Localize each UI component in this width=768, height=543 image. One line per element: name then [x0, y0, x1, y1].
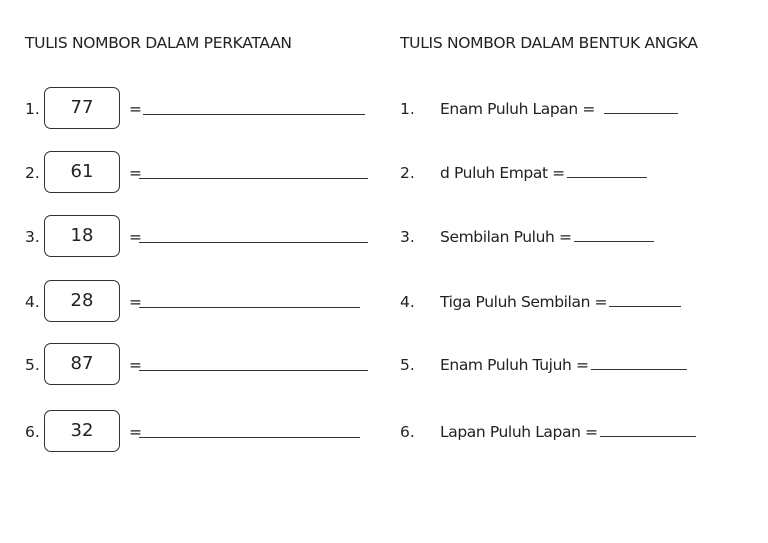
number-words: Tiga Puluh Sembilan = — [440, 293, 608, 311]
equals-sign: = — [129, 228, 142, 246]
left-question-row: 6. 32 = — [0, 410, 768, 454]
right-question-row: 3. Sembilan Puluh = — [0, 215, 768, 259]
answer-line[interactable] — [139, 437, 360, 438]
number-box: 28 — [44, 280, 120, 322]
question-number: 2. — [25, 164, 40, 182]
right-question-row: 2. d Puluh Empat = — [0, 151, 768, 195]
number-words-prompt: Enam Puluh Tujuh = — [440, 343, 687, 387]
right-question-row: 4. Tiga Puluh Sembilan = — [0, 280, 768, 324]
answer-line[interactable] — [139, 307, 360, 308]
number-words-prompt: Lapan Puluh Lapan = — [440, 410, 696, 454]
equals-sign: = — [129, 423, 142, 441]
answer-line[interactable] — [566, 176, 647, 178]
left-question-row: 1. 77 = — [0, 87, 768, 131]
number-words: Enam Puluh Tujuh = — [440, 356, 589, 374]
right-section-heading: TULIS NOMBOR DALAM BENTUK ANGKA — [400, 34, 698, 52]
right-question-row: 5. Enam Puluh Tujuh = — [0, 343, 768, 387]
number-words-prompt: d Puluh Empat = — [440, 151, 647, 195]
number-box: 61 — [44, 151, 120, 193]
right-question-row: 6. Lapan Puluh Lapan = — [0, 410, 768, 454]
question-number: 1. — [400, 100, 415, 118]
answer-line[interactable] — [599, 435, 696, 437]
number-words-prompt: Enam Puluh Lapan = — [440, 87, 678, 131]
number-words: Sembilan Puluh = — [440, 228, 572, 246]
number-box: 77 — [44, 87, 120, 129]
number-words: Enam Puluh Lapan = — [440, 100, 595, 118]
left-section-heading: TULIS NOMBOR DALAM PERKATAAN — [25, 34, 292, 52]
right-question-row: 1. Enam Puluh Lapan = — [0, 87, 768, 131]
left-question-row: 5. 87 = — [0, 343, 768, 387]
left-question-row: 3. 18 = — [0, 215, 768, 259]
question-number: 5. — [400, 356, 415, 374]
number-words-prompt: Tiga Puluh Sembilan = — [440, 280, 682, 324]
answer-line[interactable] — [590, 368, 687, 370]
question-number: 6. — [25, 423, 40, 441]
answer-line[interactable] — [609, 305, 682, 307]
left-question-row: 2. 61 = — [0, 151, 768, 195]
number-words: d Puluh Empat = — [440, 164, 565, 182]
equals-sign: = — [129, 356, 142, 374]
equals-sign: = — [129, 293, 142, 311]
question-number: 1. — [25, 100, 40, 118]
number-box: 87 — [44, 343, 120, 385]
question-number: 6. — [400, 423, 415, 441]
question-number: 5. — [25, 356, 40, 374]
answer-line[interactable] — [139, 370, 368, 371]
question-number: 4. — [400, 293, 415, 311]
answer-line[interactable] — [143, 114, 365, 115]
equals-sign: = — [129, 164, 142, 182]
question-number: 4. — [25, 293, 40, 311]
number-box: 18 — [44, 215, 120, 257]
left-question-row: 4. 28 = — [0, 280, 768, 324]
answer-line[interactable] — [603, 112, 678, 114]
question-number: 2. — [400, 164, 415, 182]
answer-line[interactable] — [139, 242, 368, 243]
equals-sign: = — [129, 100, 142, 118]
number-box: 32 — [44, 410, 120, 452]
question-number: 3. — [400, 228, 415, 246]
answer-line[interactable] — [573, 240, 654, 242]
answer-line[interactable] — [139, 178, 368, 179]
question-number: 3. — [25, 228, 40, 246]
number-words-prompt: Sembilan Puluh = — [440, 215, 654, 259]
number-words: Lapan Puluh Lapan = — [440, 423, 598, 441]
